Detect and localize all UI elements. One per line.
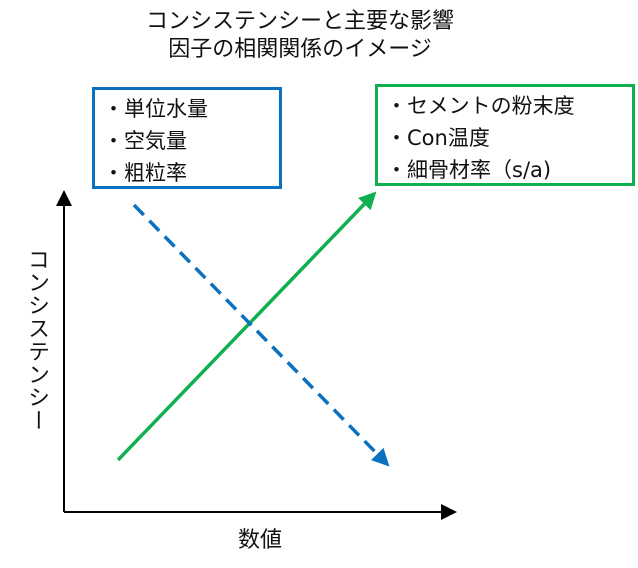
positive-factors-box: ・セメントの粉末度 ・Con温度 ・細骨材率（s/a) (375, 84, 635, 186)
factor-item: ・セメントの粉末度 (386, 94, 575, 118)
diagram-title: コンシステンシーと主要な影響 因子の相関関係のイメージ (0, 8, 600, 64)
title-line-1: コンシステンシーと主要な影響 (145, 9, 454, 34)
y-axis-label: コンシステンシー (24, 248, 49, 432)
title-line-2: 因子の相関関係のイメージ (168, 37, 432, 62)
negative-factors-box: ・単位水量 ・空気量 ・粗粒率 (92, 87, 282, 189)
factor-item: ・空気量 (103, 129, 187, 153)
positive-correlation-arrow (116, 191, 377, 462)
factor-item: ・細骨材率（s/a) (386, 158, 552, 182)
factor-item: ・単位水量 (103, 97, 208, 121)
x-axis-label: 数値 (238, 528, 283, 553)
factor-item: ・Con温度 (386, 126, 490, 150)
factor-item: ・粗粒率 (103, 161, 187, 185)
negative-correlation-arrow (132, 203, 390, 467)
